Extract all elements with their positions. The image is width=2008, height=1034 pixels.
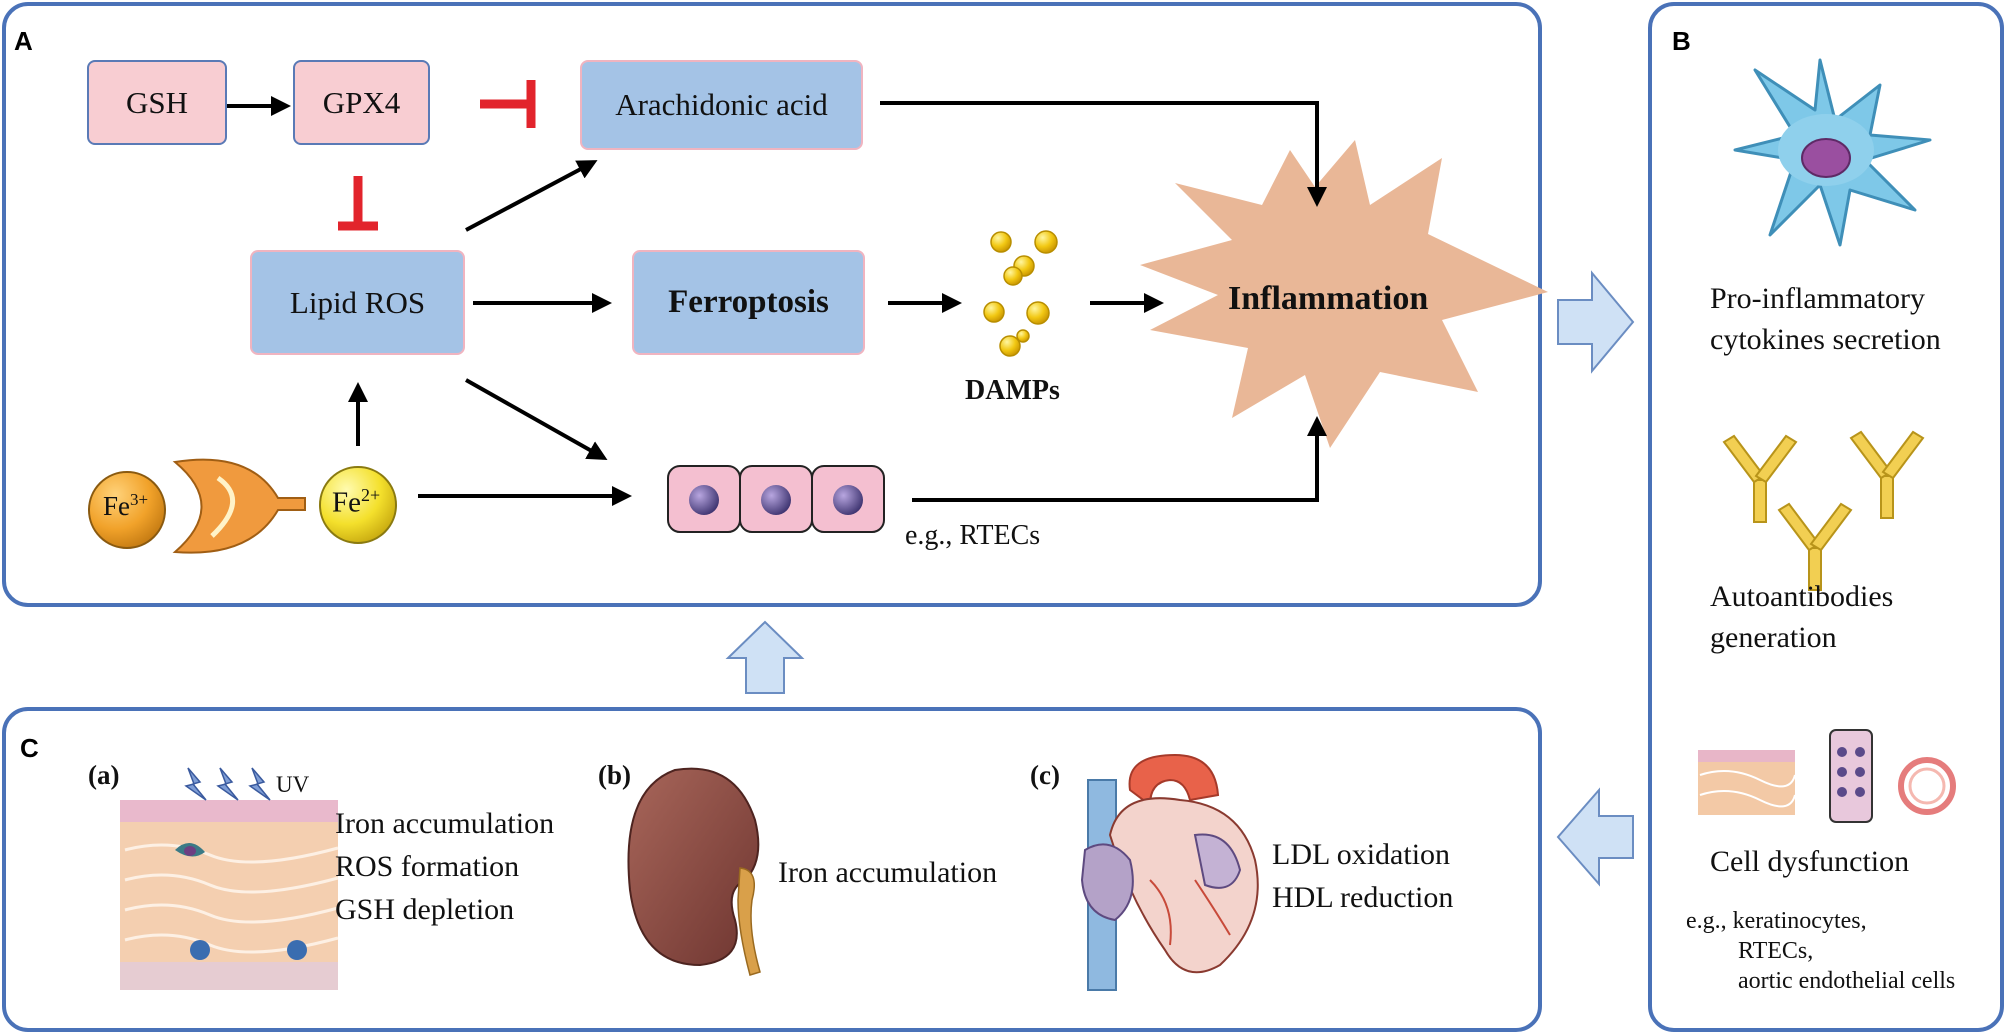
transition-arrows <box>725 270 1635 887</box>
kidney-iron-accumulation: Iron accumulation <box>778 856 998 889</box>
fe2-ion <box>319 466 397 544</box>
fe2-label: Fe2+ <box>332 485 381 519</box>
fe3-label: Fe3+ <box>103 490 149 521</box>
pathway-arrows <box>226 96 1327 506</box>
autoantibodies-line-1: Autoantibodies <box>1710 580 1894 613</box>
heart <box>1080 753 1259 991</box>
uv-label: UV <box>276 772 310 797</box>
gsh-box: GSH <box>87 60 227 145</box>
panel-b-label: B <box>1672 26 1691 56</box>
ldl-oxidation: LDL oxidation <box>1272 838 1451 871</box>
eg-cells-line-3: aortic endothelial cells <box>1738 968 1956 994</box>
cytokines-line-1: Pro-inflammatory <box>1710 282 1925 315</box>
eg-cells-line-2: RTECs, <box>1738 938 1814 964</box>
autoantibodies-line-2: generation <box>1710 621 1837 654</box>
inhibit-marks <box>338 80 536 231</box>
kidney-label: (b) <box>598 760 631 790</box>
heart-label: (c) <box>1030 760 1060 790</box>
skin-ros-formation: ROS formation <box>335 850 520 883</box>
skin-gsh-depletion: GSH depletion <box>335 893 515 926</box>
uv-rays-icon <box>184 767 271 801</box>
arachidonic-acid-box: Arachidonic acid <box>580 60 863 150</box>
hdl-reduction: HDL reduction <box>1272 881 1454 914</box>
dendritic-cell <box>1733 58 1932 247</box>
rtecs-label: e.g., RTECs <box>905 520 1041 551</box>
vessel-endothelium-icon <box>1898 757 1956 815</box>
cell-dysfunction-label: Cell dysfunction <box>1710 845 1910 878</box>
transferrin-receptor <box>172 458 306 554</box>
rtec-cells <box>667 465 885 533</box>
ferroptosis-box: Ferroptosis <box>632 250 865 355</box>
fe3-ion <box>88 471 166 549</box>
gpx4-box: GPX4 <box>293 60 430 145</box>
kidney <box>627 767 761 976</box>
skin-label: (a) <box>88 760 120 790</box>
skin-tissue <box>120 800 339 990</box>
inflammation-label: Inflammation <box>1228 280 1429 317</box>
tubule-cells-icon <box>1829 729 1873 823</box>
cytokines-line-2: cytokines secretion <box>1710 323 1941 356</box>
damps-particles <box>983 230 1058 357</box>
inflammation-burst <box>1140 140 1548 448</box>
skin-iron-accumulation: Iron accumulation <box>335 807 555 840</box>
panel-a-label: A <box>14 26 33 56</box>
keratinocyte-tissue-icon <box>1698 750 1796 815</box>
panel-c-label: C <box>20 733 39 763</box>
eg-cells-line-1: e.g., keratinocytes, <box>1686 908 1867 934</box>
damps-label: DAMPs <box>965 375 1060 406</box>
antibodies <box>1722 430 1925 591</box>
lipid-ros-box: Lipid ROS <box>250 250 465 355</box>
